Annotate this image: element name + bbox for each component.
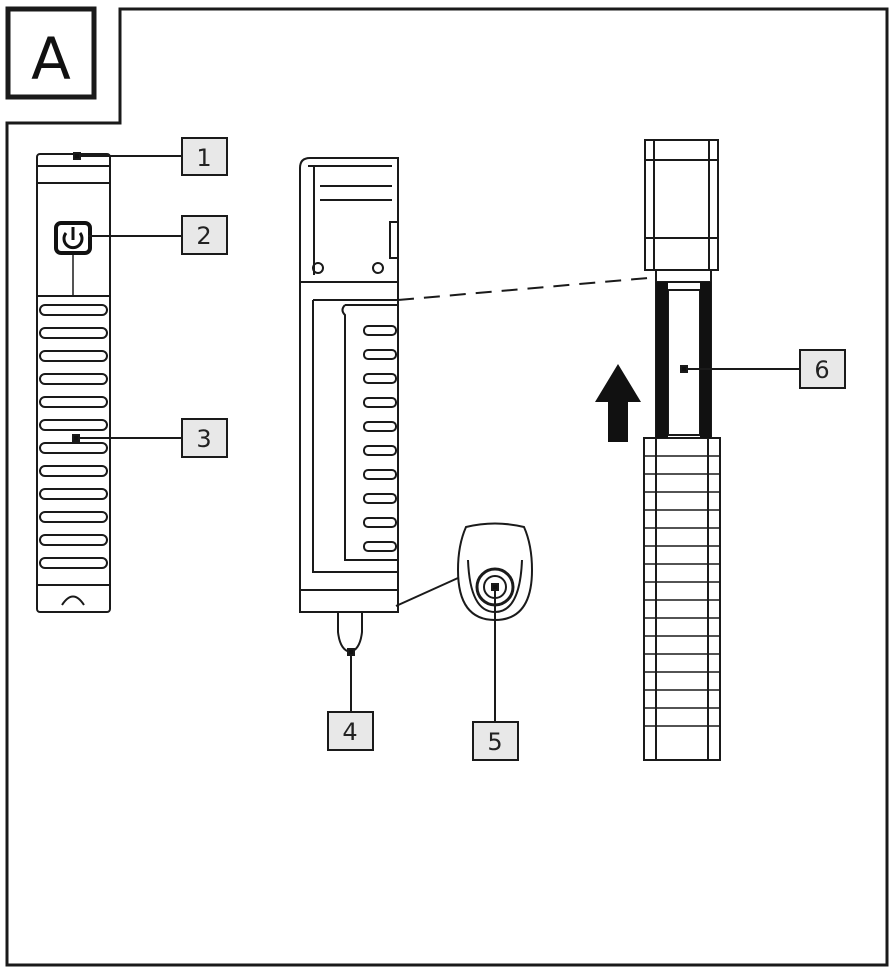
up-arrow-icon: [595, 364, 641, 442]
extended-view-light: [643, 139, 721, 761]
panel-letter: A: [31, 25, 71, 93]
callout-2: 2: [181, 215, 228, 255]
callout-label: 1: [196, 144, 211, 172]
hanging-hook: [337, 612, 363, 654]
outer-frame: [5, 7, 889, 967]
callout-label: 5: [487, 728, 502, 756]
extension-rail-right: [700, 282, 711, 438]
callout-label: 3: [196, 425, 211, 453]
side-view-light: [299, 157, 399, 654]
callout-label: 2: [196, 222, 211, 250]
callout-5: 5: [472, 721, 519, 761]
callout-1: 1: [181, 137, 228, 176]
callout-3: 3: [181, 418, 228, 458]
callout-6: 6: [799, 349, 846, 389]
power-icon: [54, 221, 92, 255]
panel-label: A: [5, 6, 97, 100]
callout-label: 6: [814, 356, 829, 384]
callout-label: 4: [342, 718, 357, 746]
leader-lines: [72, 152, 800, 722]
extension-rail-left: [656, 282, 668, 438]
magnet-detail: [395, 522, 534, 622]
side-slots: [363, 325, 397, 552]
grip-ribs: [39, 304, 108, 569]
dashed-guide-line: [397, 277, 649, 301]
callout-4: 4: [327, 711, 374, 751]
